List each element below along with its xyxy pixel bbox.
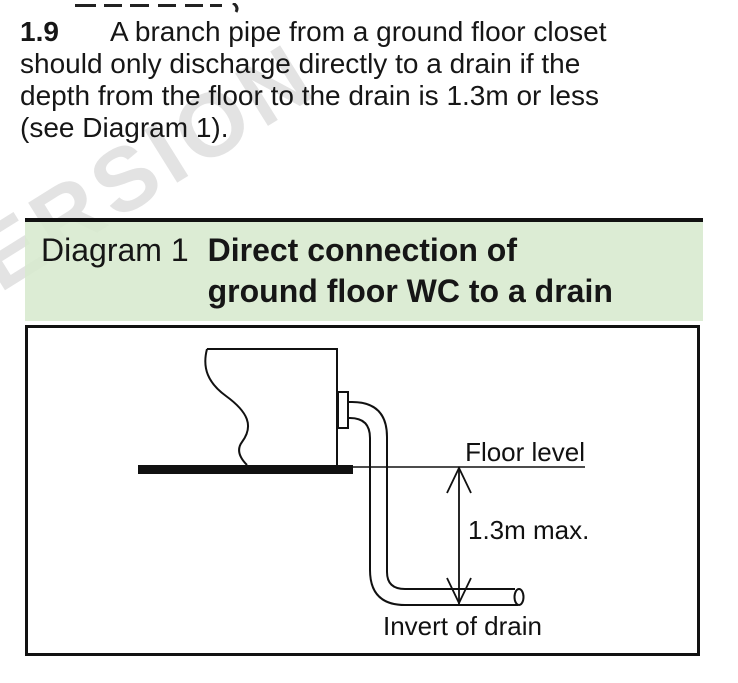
wc-outlet-spigot <box>337 391 349 429</box>
diagram-title-line1: Direct connection of <box>207 232 517 268</box>
branch-pipe <box>348 401 518 606</box>
diagram-title: Direct connection of ground floor WC to … <box>208 230 613 312</box>
paragraph-number: 1.9 <box>20 16 59 47</box>
paragraph-line: 1.9 A branch pipe from a ground floor clo… <box>20 16 720 48</box>
wc-pan-outline <box>204 348 338 466</box>
paragraph-text: A branch pipe from a ground floor closet <box>110 16 607 47</box>
paragraph-line: (see Diagram 1). <box>20 112 229 143</box>
depth-label: 1.3m max. <box>468 515 589 545</box>
paragraph-line: depth from the floor to the drain is 1.3… <box>20 80 599 111</box>
diagram-figure: Floor level 1.3m max. Invert of drain <box>25 325 700 656</box>
paragraph-1-9: 1.9 A branch pipe from a ground floor clo… <box>20 16 720 144</box>
diagram-header: Diagram 1 Direct connection of ground fl… <box>25 218 703 321</box>
floor-slab <box>138 465 353 474</box>
dimension-arrow <box>446 465 472 606</box>
wc-drain-figure: Floor level 1.3m max. Invert of drain <box>138 348 589 641</box>
floor-level-label: Floor level <box>465 437 585 467</box>
invert-of-drain-label: Invert of drain <box>383 611 542 641</box>
pipe-open-end <box>513 588 525 606</box>
diagram-title-line2: ground floor WC to a drain <box>207 273 613 309</box>
diagram-label: Diagram 1 <box>41 232 189 268</box>
clipped-previous-line <box>70 0 350 18</box>
paragraph-line: should only discharge directly to a drai… <box>20 48 581 79</box>
